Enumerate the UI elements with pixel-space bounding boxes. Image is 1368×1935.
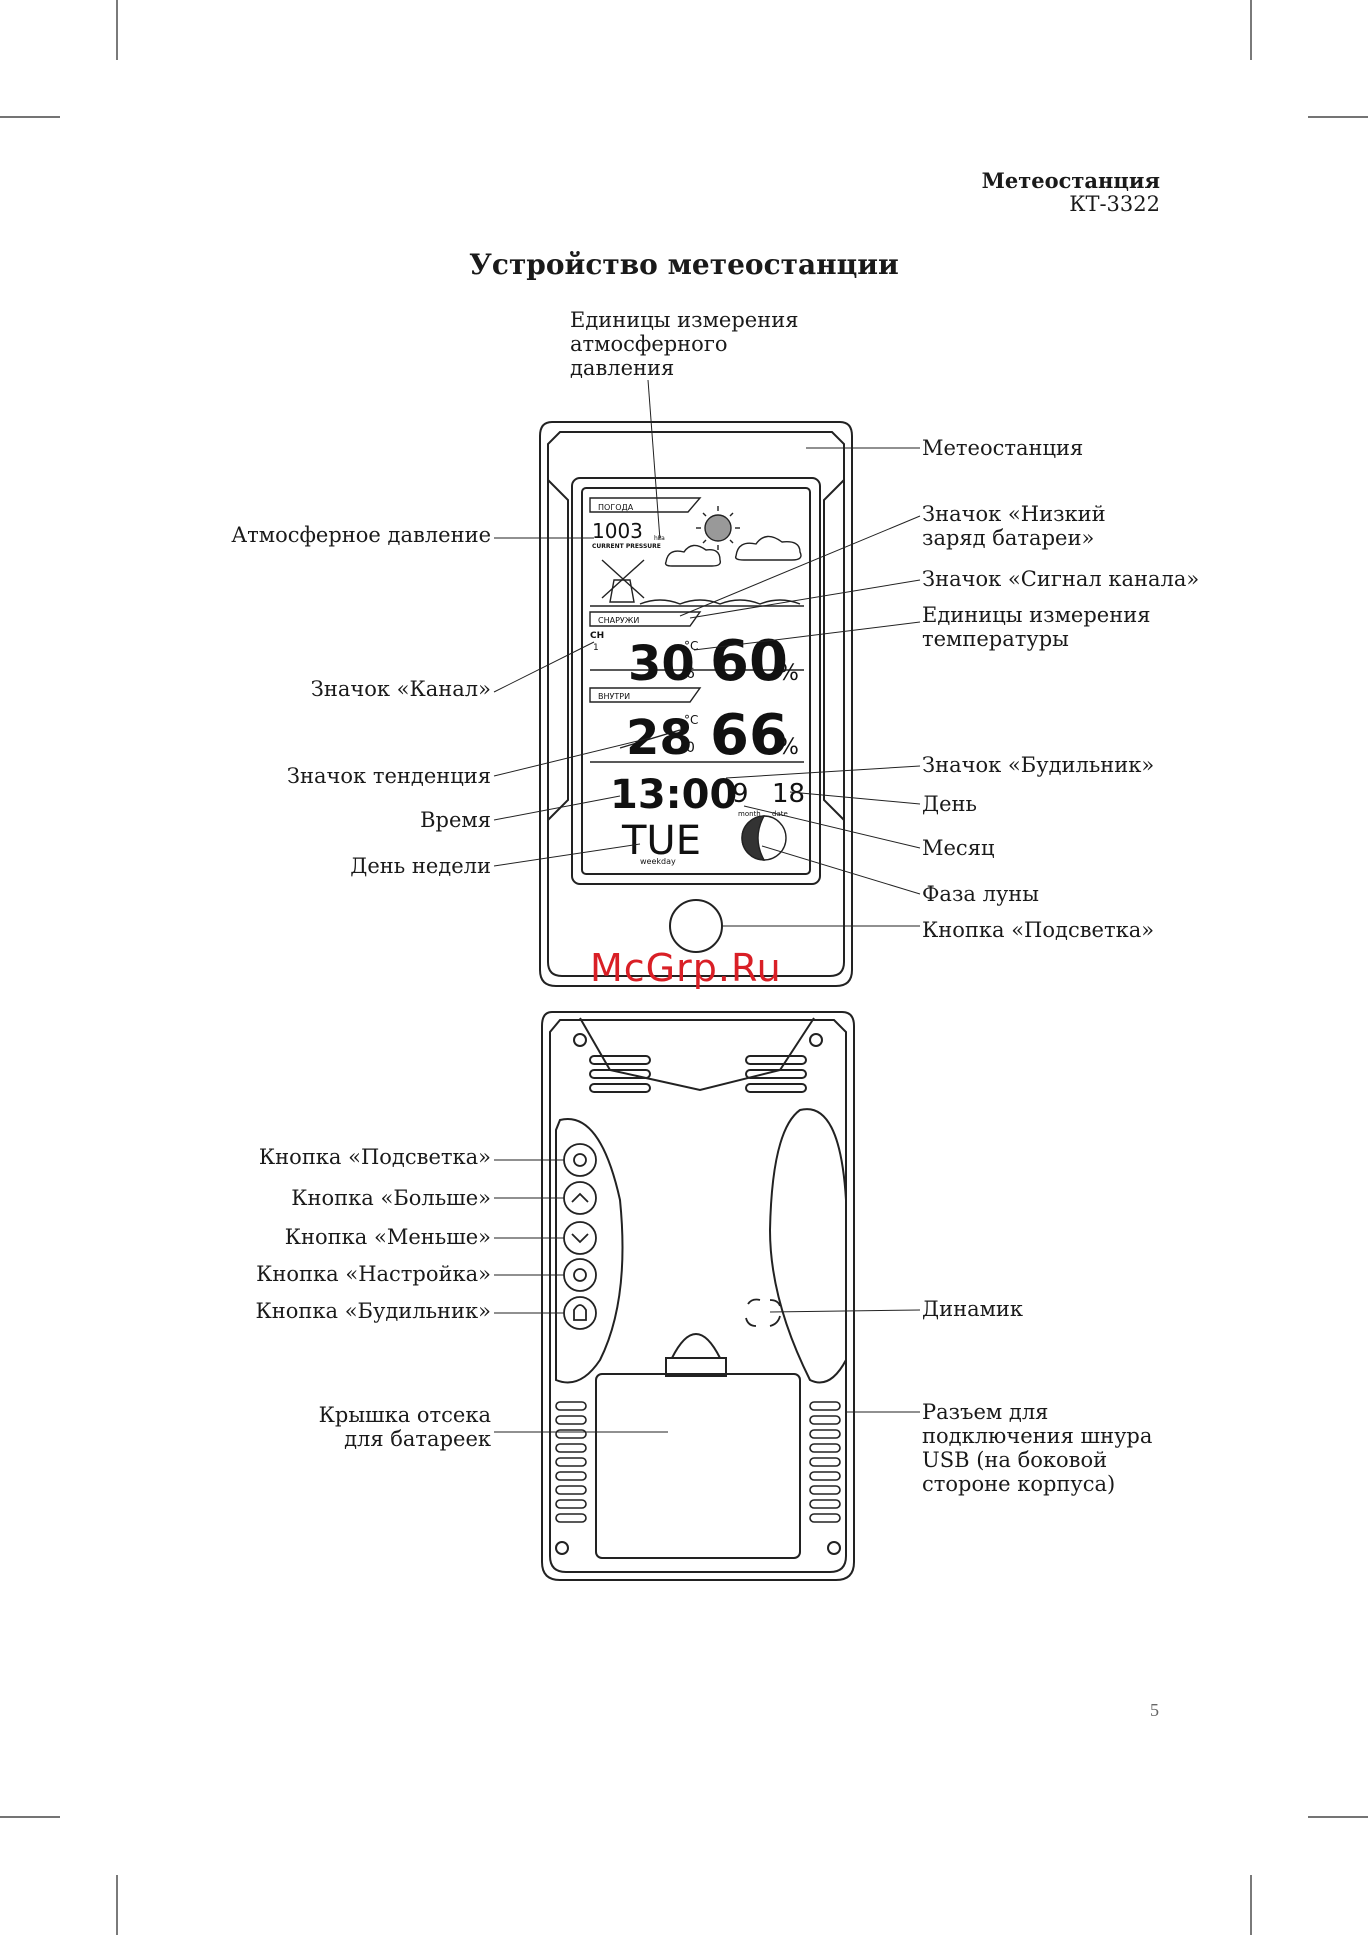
- lcd-indoor-temp-unit: °C: [684, 713, 698, 727]
- label-alarm-icon: Значок «Будильник»: [922, 753, 1155, 777]
- label-back-backlight: Кнопка «Подсветка»: [258, 1145, 491, 1169]
- lcd-channel-num: 1: [593, 643, 599, 653]
- watermark: McGrp.Ru: [590, 946, 782, 990]
- lcd-channel: CH: [590, 631, 604, 641]
- page-number: 5: [1150, 1700, 1159, 1720]
- label-front-backlight: Кнопка «Подсветка»: [922, 918, 1155, 942]
- label-month: Месяц: [922, 836, 995, 860]
- label-day: День: [922, 792, 977, 816]
- backlight-icon: [573, 1153, 587, 1167]
- lcd-time: 13:00: [610, 772, 737, 818]
- lcd-weekday: TUE: [621, 818, 701, 864]
- label-usb-port: Разъем для подключения шнура USB (на бок…: [922, 1400, 1153, 1496]
- bell-icon: [573, 1304, 587, 1321]
- lcd-month: 9: [732, 779, 749, 809]
- lcd-indoor-hum-unit: %: [778, 735, 799, 760]
- lcd-outdoor-temp: 30: [628, 636, 695, 692]
- label-trend-icon: Значок тенденция: [286, 764, 491, 788]
- label-atm-pressure: Атмосферное давление: [231, 523, 491, 547]
- label-pressure-units: Единицы измерения атмосферного давления: [570, 308, 799, 380]
- label-station: Метеостанция: [922, 436, 1084, 460]
- label-time: Время: [420, 808, 491, 832]
- label-up-button: Кнопка «Больше»: [291, 1186, 491, 1210]
- label-battery-cover: Крышка отсека для батареек: [318, 1403, 491, 1451]
- label-channel-signal: Значок «Сигнал канала»: [922, 567, 1200, 591]
- model-number: КТ-3322: [1069, 192, 1160, 216]
- label-alarm-button: Кнопка «Будильник»: [255, 1299, 491, 1323]
- lcd-outdoor-label: СНАРУЖИ: [598, 616, 639, 625]
- page-title: Устройство метеостанции: [469, 248, 899, 281]
- lcd-outdoor-hum-unit: %: [778, 661, 799, 686]
- label-temp-units: Единицы измерения температуры: [922, 603, 1151, 651]
- speaker-icon: [745, 1298, 781, 1327]
- lcd-indoor-temp: 28: [626, 710, 693, 766]
- label-speaker: Динамик: [922, 1297, 1024, 1321]
- label-settings-button: Кнопка «Настройка»: [256, 1262, 491, 1286]
- lcd-indoor-hum: 66: [710, 703, 788, 768]
- lcd-month-caption: month: [738, 810, 761, 818]
- lcd-date: 18: [772, 779, 805, 809]
- lcd-weather-label: ПОГОДА: [598, 503, 634, 512]
- lcd-pressure: 1003: [592, 519, 643, 543]
- lcd-weekday-caption: weekday: [640, 857, 676, 866]
- label-moon-phase: Фаза луны: [922, 882, 1040, 906]
- lcd-date-caption: date: [772, 810, 788, 818]
- label-weekday: День недели: [350, 854, 491, 878]
- label-down-button: Кнопка «Меньше»: [284, 1225, 491, 1249]
- gear-icon: [573, 1268, 587, 1282]
- lcd-pressure-caption: CURRENT PRESSURE: [592, 543, 661, 550]
- lcd-outdoor-temp-dec: 6: [686, 666, 695, 682]
- lcd-indoor-label: ВНУТРИ: [598, 692, 630, 701]
- product-name: Метеостанция: [981, 168, 1160, 193]
- label-low-battery: Значок «Низкий заряд батареи»: [922, 502, 1106, 550]
- lcd-indoor-temp-dec: 0: [686, 740, 695, 756]
- label-channel-icon: Значок «Канал»: [310, 677, 491, 701]
